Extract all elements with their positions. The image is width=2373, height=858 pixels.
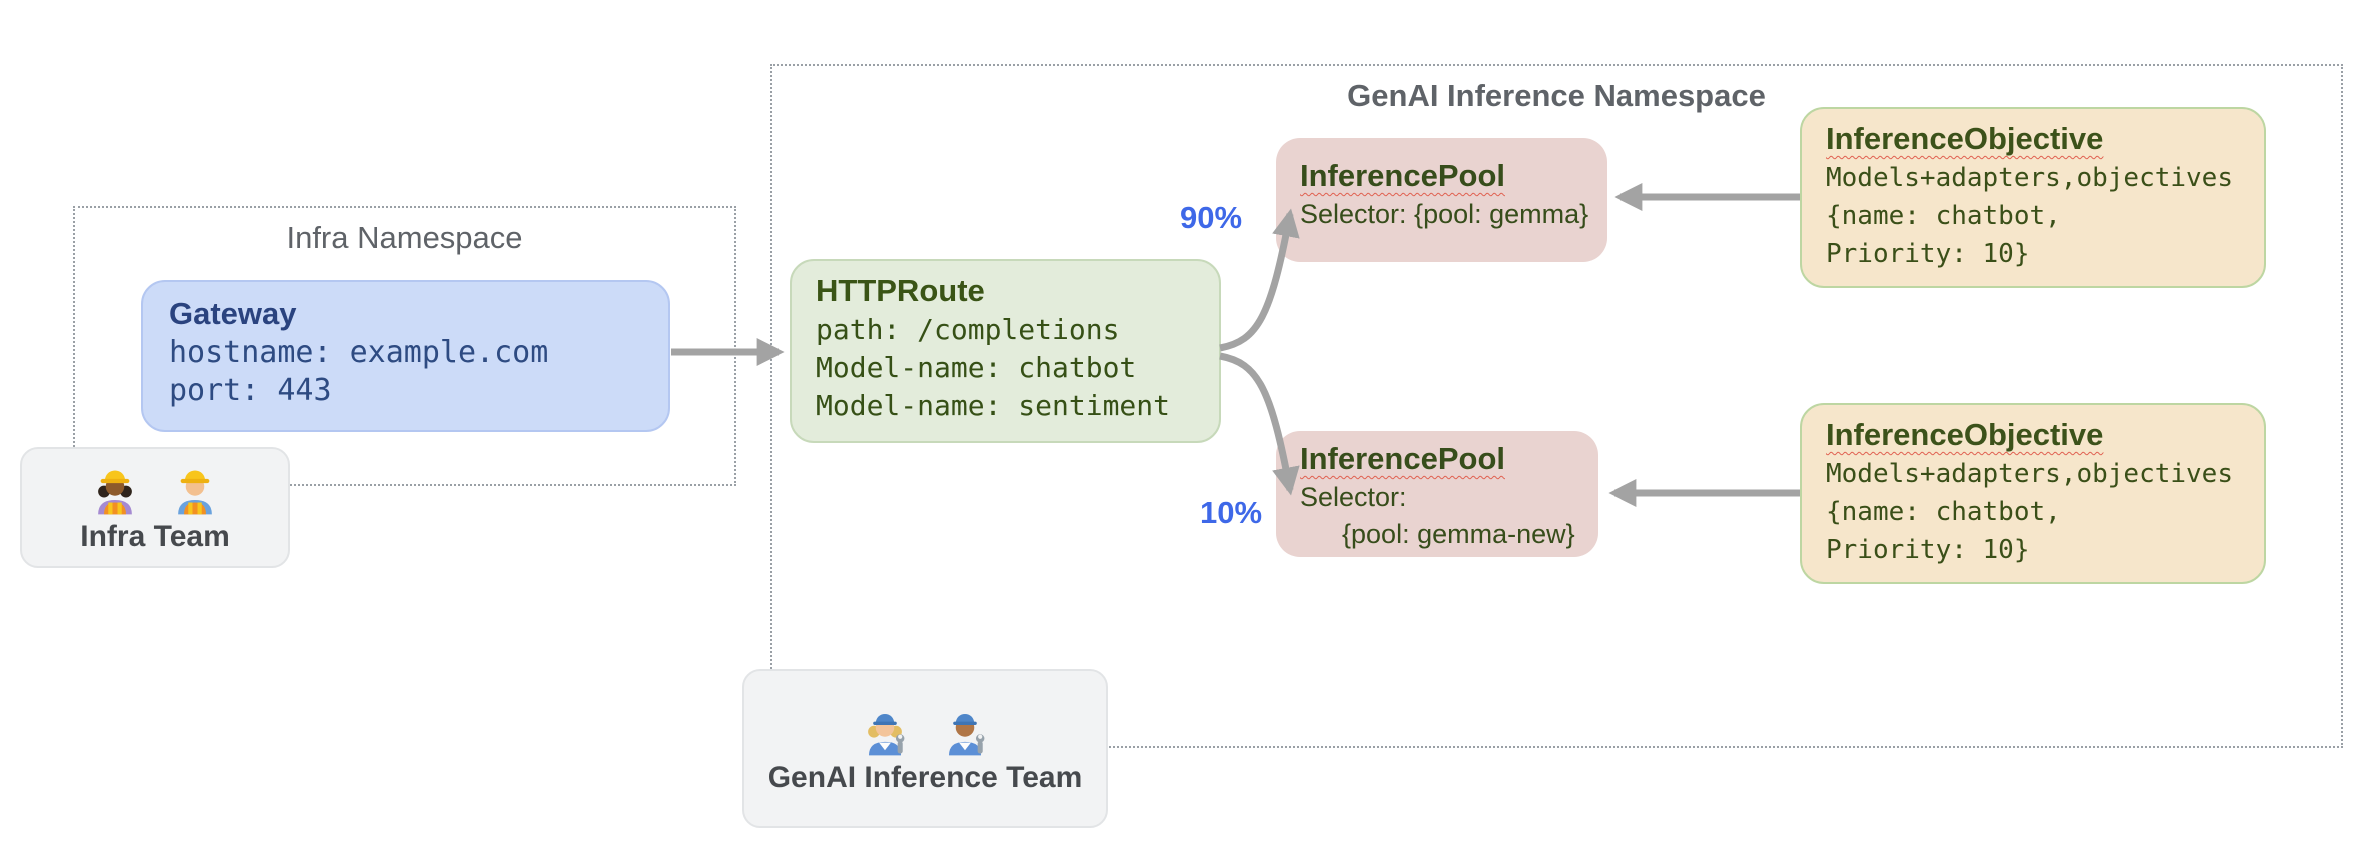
inference-pool-gemma-node: InferencePool Selector: {pool: gemma} (1276, 138, 1607, 262)
inference-pool-gemma-new-selector-value-line: {pool: gemma-new} (1342, 519, 1575, 549)
infra-namespace-label: Infra Namespace (286, 220, 523, 255)
inference-objective-top-name-line: {name: chatbot, (1826, 201, 2061, 231)
inference-objective-top-priority-line: Priority: 10} (1826, 239, 2030, 269)
inference-objective-bottom-title: InferenceObjective (1826, 417, 2104, 452)
httproute-node: HTTPRoute path: /completions Model-name:… (790, 259, 1221, 443)
genai-inference-team-label: GenAI Inference Team (767, 760, 1083, 794)
woman-mechanic-emoji (868, 713, 905, 755)
genai-team-icons (858, 703, 992, 757)
infra-team-card: Infra Team (20, 447, 290, 568)
inference-pool-gemma-selector-line: Selector: {pool: gemma} (1300, 199, 1589, 229)
genai-namespace-box: GenAI Inference Namespace (770, 64, 2343, 748)
inference-objective-bottom-node: InferenceObjective Models+adapters,objec… (1800, 403, 2266, 584)
infra-team-icons (88, 462, 222, 516)
inference-objective-top-title: InferenceObjective (1826, 121, 2104, 156)
inference-pool-gemma-new-node: InferencePool Selector: {pool: gemma-new… (1276, 431, 1598, 557)
httproute-title: HTTPRoute (816, 273, 985, 308)
gateway-port-line: port: 443 (169, 373, 332, 408)
inference-objective-top-models-line: Models+adapters,objectives (1826, 163, 2233, 193)
httproute-model-sentiment-line: Model-name: sentiment (816, 389, 1171, 422)
gateway-node: Gateway hostname: example.com port: 443 (141, 280, 670, 432)
woman-construction-worker-emoji (98, 469, 132, 514)
man-construction-worker-emoji (178, 469, 212, 514)
inference-pool-gemma-new-title: InferencePool (1300, 441, 1505, 476)
man-mechanic-emoji (948, 713, 985, 755)
gateway-title: Gateway (169, 296, 297, 331)
infra-namespace-box: Infra Namespace (73, 206, 736, 486)
httproute-path-line: path: /completions (816, 313, 1120, 346)
inference-objective-bottom-priority-line: Priority: 10} (1826, 535, 2030, 565)
inference-pool-gemma-new-selector-line: Selector: (1300, 482, 1407, 512)
httproute-model-chatbot-line: Model-name: chatbot (816, 351, 1137, 384)
infra-team-label: Infra Team (80, 519, 230, 553)
genai-namespace-label: GenAI Inference Namespace (1347, 78, 1766, 113)
inference-objective-bottom-models-line: Models+adapters,objectives (1826, 459, 2233, 489)
inference-pool-gemma-title: InferencePool (1300, 158, 1505, 193)
inference-objective-bottom-name-line: {name: chatbot, (1826, 497, 2061, 527)
traffic-split-90-label: 90% (1180, 200, 1243, 235)
gateway-hostname-line: hostname: example.com (169, 335, 549, 370)
genai-inference-team-card: GenAI Inference Team (742, 669, 1108, 828)
traffic-split-10-label: 10% (1200, 495, 1263, 530)
inference-objective-top-node: InferenceObjective Models+adapters,objec… (1800, 107, 2266, 288)
